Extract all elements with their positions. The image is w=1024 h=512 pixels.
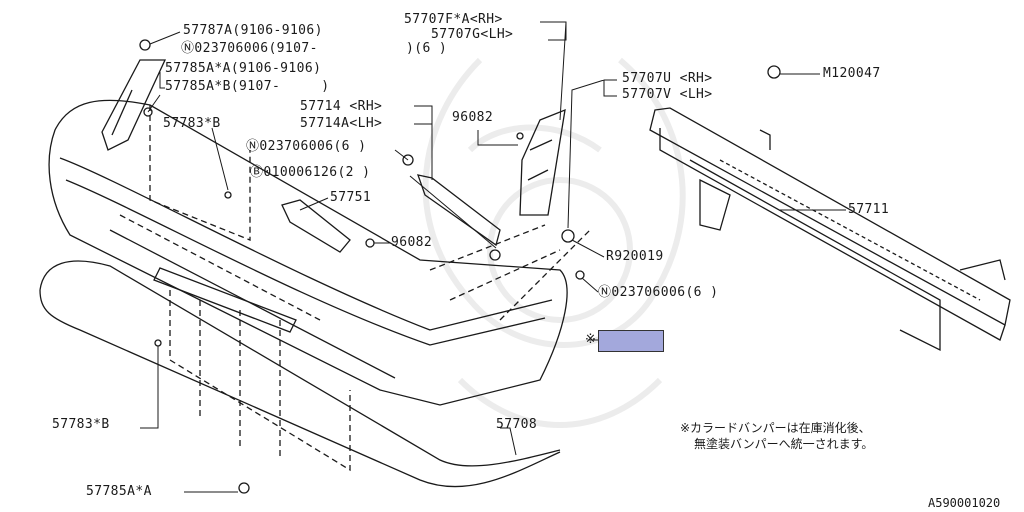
part-label-023706006-b: Ⓝ023706006(6 ) <box>246 139 367 154</box>
part-label-57707f: 57707F*A<RH> <box>404 12 503 27</box>
bolt-icon <box>489 249 501 261</box>
rivet-icon <box>516 132 524 140</box>
clip-icon <box>224 191 232 199</box>
part-label-023706006-a-qty: )(6 ) <box>406 41 448 56</box>
part-label-57785a-a: 57785A*A(9106-9106) <box>165 61 322 76</box>
part-label-57707g: 57707G<LH> <box>431 27 514 42</box>
bumper-cover <box>48 99 568 406</box>
color-swatch-mark: ※ <box>585 332 597 347</box>
part-label-57707v: 57707V <LH> <box>622 87 713 102</box>
nut-icon <box>402 154 414 166</box>
part-label-57787a: 57787A(9106-9106) <box>183 23 323 38</box>
reinforcement-57711 <box>649 107 1011 326</box>
part-label-57714: 57714 <RH> <box>300 99 383 114</box>
part-label-57785a-b: 57785A*B(9107- ) <box>165 79 330 94</box>
part-label-57714a: 57714A<LH> <box>300 116 383 131</box>
clip-icon <box>238 482 250 494</box>
note-line-2: 無塗装バンパーへ統一されます。 <box>694 437 874 451</box>
clip-icon <box>154 339 162 347</box>
part-label-r920019: R920019 <box>606 249 664 264</box>
part-label-57751: 57751 <box>330 190 372 205</box>
note-line-1: ※カラードバンパーは在庫消化後、 <box>680 421 871 435</box>
part-label-57783b-low: 57783*B <box>52 417 110 432</box>
bracket-57751 <box>281 199 351 253</box>
part-label-m120047: M120047 <box>823 66 881 81</box>
part-label-023706006-a: Ⓝ023706006(9107- <box>181 41 318 56</box>
part-label-57785a-a-low: 57785A*A <box>86 484 152 499</box>
clip-icon <box>139 39 151 51</box>
nut-icon <box>575 270 585 280</box>
lower-lip-57708 <box>39 260 561 488</box>
part-label-96082-mid: 96082 <box>391 235 433 250</box>
part-label-57711: 57711 <box>848 202 890 217</box>
part-label-023706006-c: Ⓝ023706006(6 ) <box>598 285 719 300</box>
color-swatch <box>598 330 664 352</box>
part-label-57708: 57708 <box>496 417 538 432</box>
bolt-icon <box>767 65 781 79</box>
rivet-icon <box>365 238 375 248</box>
part-label-57707u: 57707U <RH> <box>622 71 713 86</box>
bolt-icon <box>561 229 575 243</box>
part-label-96082-top: 96082 <box>452 110 494 125</box>
bolt-icon <box>143 107 153 117</box>
leader-lines <box>140 21 846 493</box>
part-label-57783b-top: 57783*B <box>163 116 221 131</box>
reference-code: A590001020 <box>928 496 1001 510</box>
side-bracket-57787a <box>101 59 167 151</box>
part-label-010006126: Ⓑ010006126(2 ) <box>250 165 371 180</box>
support-arm-57714 <box>417 174 501 247</box>
